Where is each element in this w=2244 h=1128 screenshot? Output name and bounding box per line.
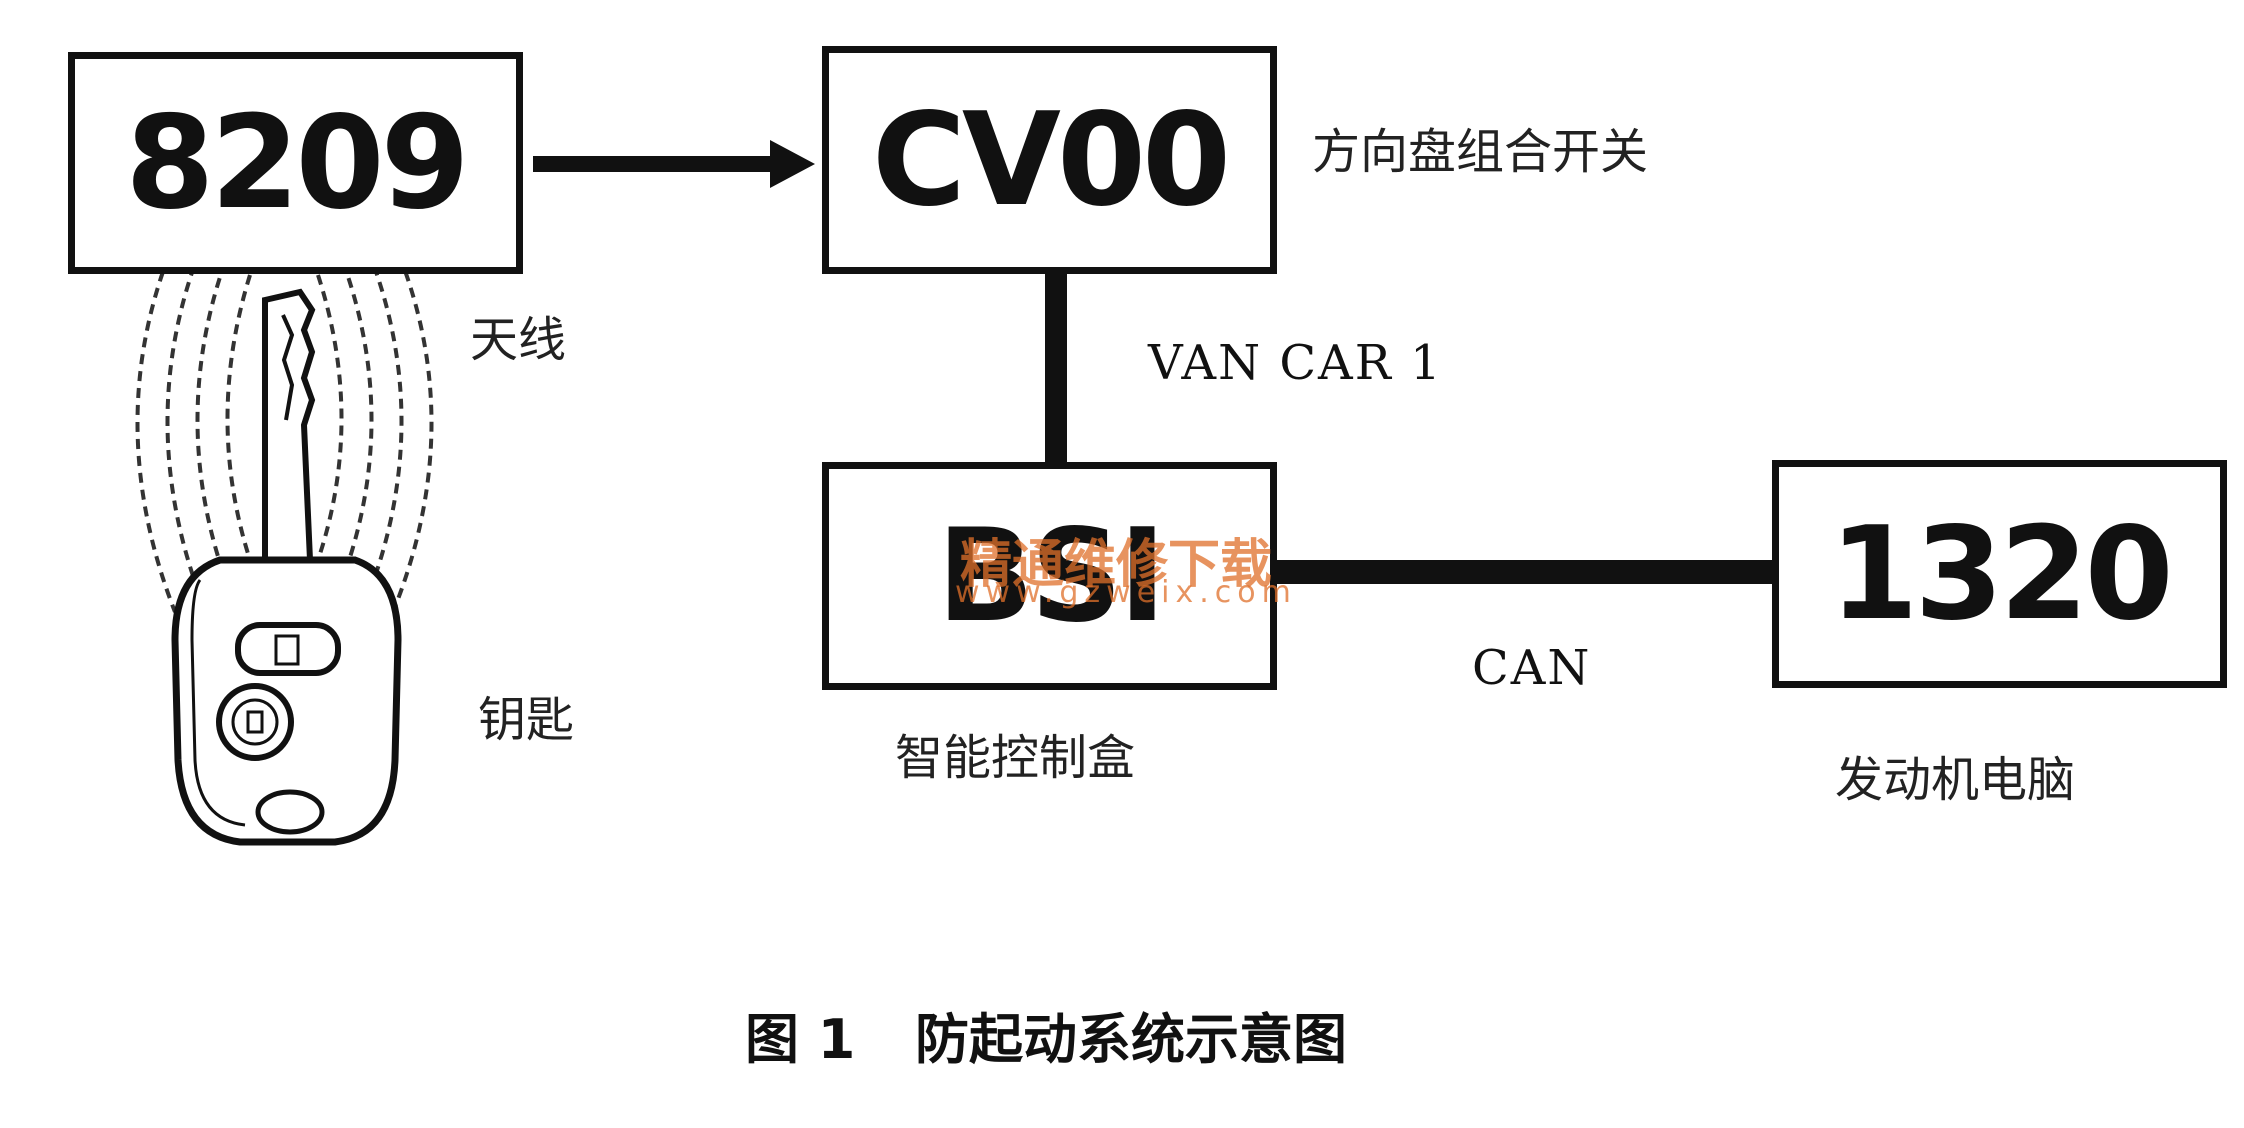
node-engine-ecu-code: 1320 bbox=[1829, 499, 2173, 649]
signal-arrow bbox=[533, 140, 815, 188]
van-bus-line bbox=[1045, 270, 1067, 470]
antenna-waves-right bbox=[316, 239, 434, 613]
node-antenna-module-code: 8209 bbox=[125, 88, 469, 238]
node-antenna-module: 8209 bbox=[68, 52, 523, 274]
label-steering-switch: 方向盘组合开关 bbox=[1312, 124, 1649, 180]
key-icon bbox=[171, 288, 402, 846]
node-steering-switch-code: CV00 bbox=[871, 85, 1231, 235]
node-engine-ecu: 1320 bbox=[1772, 460, 2227, 688]
label-key: 钥匙 bbox=[478, 692, 575, 748]
figure-title: 防起动系统示意图 bbox=[915, 1008, 1347, 1071]
label-antenna: 天线 bbox=[470, 312, 567, 368]
label-van-bus: VAN CAR 1 bbox=[1148, 335, 1443, 391]
can-bus-line bbox=[1272, 560, 1777, 584]
watermark-url: www.gzweix.com bbox=[955, 575, 1297, 610]
watermark-title: 精通维修下载 bbox=[960, 535, 1273, 595]
node-bsi: BSI bbox=[822, 462, 1277, 690]
label-bsi: 智能控制盒 bbox=[895, 730, 1136, 786]
antenna-waves-left bbox=[135, 239, 252, 613]
figure-number: 图 1 bbox=[745, 1008, 856, 1071]
label-engine-ecu: 发动机电脑 bbox=[1835, 752, 2076, 808]
node-bsi-code: BSI bbox=[936, 501, 1166, 651]
node-steering-switch: CV00 bbox=[822, 46, 1277, 274]
label-can-bus: CAN bbox=[1472, 640, 1592, 696]
